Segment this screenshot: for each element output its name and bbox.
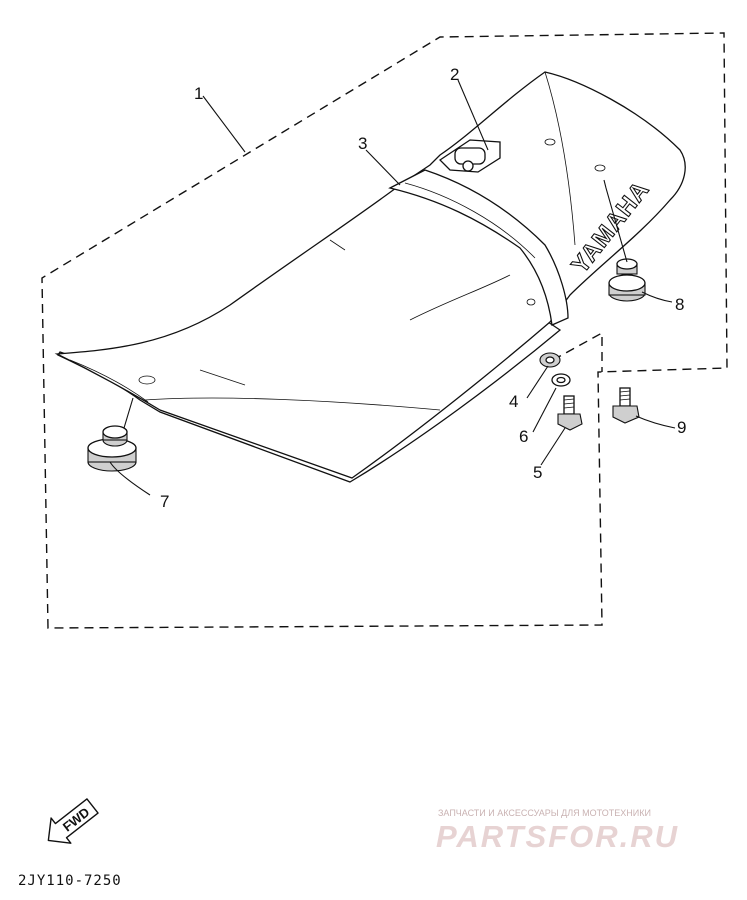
part-8-damper (608, 258, 646, 302)
part-6-lock-washer (551, 373, 571, 387)
callout-8: 8 (675, 295, 684, 314)
seat-top (54, 71, 686, 479)
seat-hole (526, 298, 536, 306)
assembly-boundary-bolts (552, 331, 603, 372)
seat-rear-edge (544, 71, 576, 246)
callout-4: 4 (509, 392, 518, 411)
seat-crease (199, 369, 246, 386)
callout-3: 3 (358, 134, 367, 153)
part-9-bolt (612, 387, 640, 424)
callout-7: 7 (160, 492, 169, 511)
part-7-damper (87, 425, 137, 472)
callout-6: 6 (519, 427, 528, 446)
fwd-arrow: FWD (47, 798, 99, 844)
seat-contour (144, 397, 441, 411)
part-3-cover-band (388, 169, 569, 326)
watermark-logo: PARTSFOR.RU (436, 819, 679, 854)
assembly-boundary-outer (41, 32, 728, 629)
part-5-bolt (557, 395, 583, 431)
part-2-strap (438, 139, 501, 173)
watermark-tagline: ЗАПЧАСТИ И АКСЕССУАРЫ ДЛЯ МОТОТЕХНИКИ (438, 808, 651, 818)
seat-crease-3 (329, 239, 346, 251)
seat-hole (594, 164, 606, 172)
seat-assembly: YAMAHA (54, 71, 686, 483)
diagram-code: 2JY110-7250 (18, 873, 122, 889)
part-4-washer (539, 352, 561, 368)
callout-9: 9 (677, 418, 686, 437)
seat-crease-2 (409, 274, 511, 321)
leader-lines (109, 79, 676, 496)
seat-contour-2 (69, 359, 149, 403)
seat-hole (138, 375, 156, 385)
callout-5: 5 (533, 463, 542, 482)
cover-band-line (404, 182, 536, 259)
seat-hole (544, 138, 556, 146)
callout-2: 2 (450, 65, 459, 84)
callout-1: 1 (194, 84, 203, 103)
